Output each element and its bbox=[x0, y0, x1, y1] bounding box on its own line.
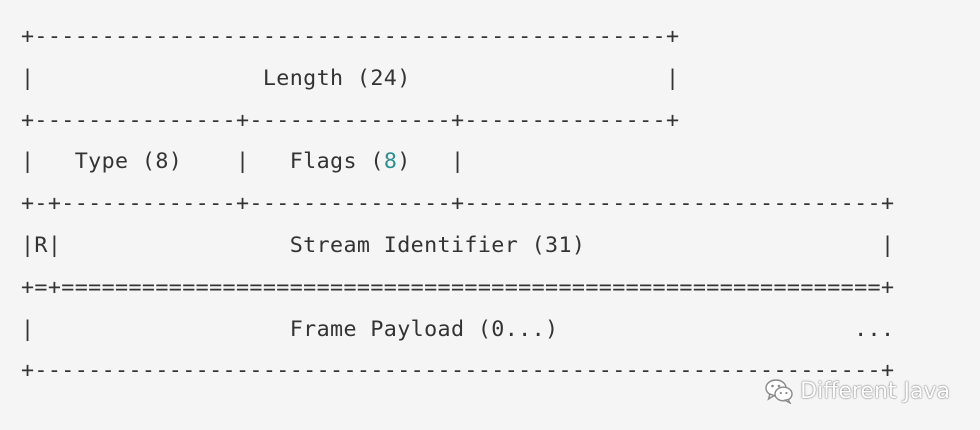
watermark-text: Different Java bbox=[800, 378, 950, 404]
length-field-row: | Length (24) | bbox=[21, 65, 680, 91]
flags-size-number: 8 bbox=[383, 149, 398, 175]
diagram-border-top: +---------------------------------------… bbox=[21, 24, 680, 49]
frame-format-diagram: +---------------------------------------… bbox=[21, 16, 894, 392]
type-flags-tail: ) | bbox=[397, 149, 465, 175]
diagram-border-row-4: +-+-------------+---------------+-------… bbox=[21, 191, 895, 217]
watermark: Different Java bbox=[764, 378, 950, 404]
diagram-border-bottom: +---------------------------------------… bbox=[21, 358, 895, 384]
frame-payload-row: | Frame Payload (0...) ... bbox=[21, 316, 895, 342]
diagram-border-row-2: +---------------+---------------+-------… bbox=[21, 107, 680, 133]
stream-identifier-row: |R| Stream Identifier (31) | bbox=[21, 232, 895, 258]
wechat-icon bbox=[764, 378, 794, 404]
type-flags-row: | Type (8) | Flags (8) | bbox=[21, 141, 894, 183]
type-flags-text: | Type (8) | Flags ( bbox=[21, 149, 384, 175]
diagram-double-border: +=+=====================================… bbox=[21, 274, 895, 300]
